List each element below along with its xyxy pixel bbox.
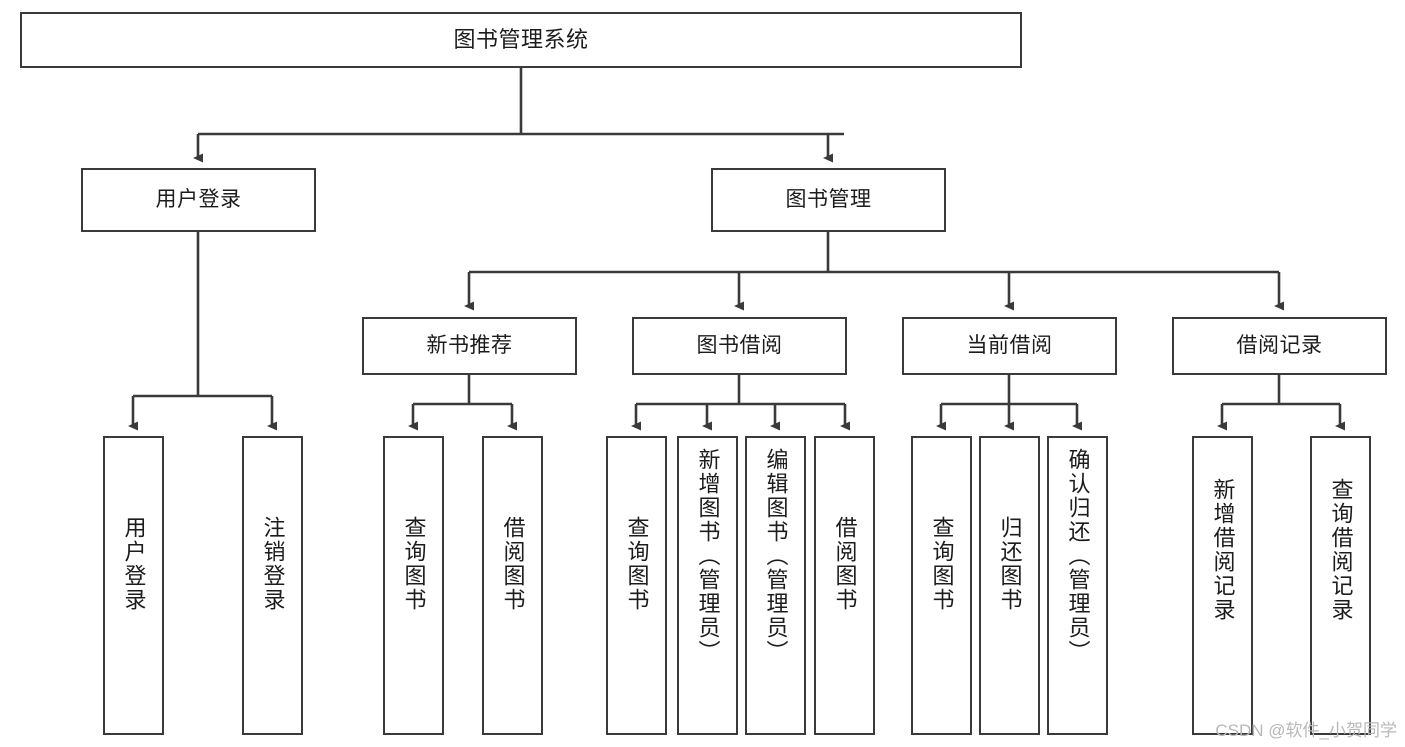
node-leaf-query-book-3[interactable]: 查询图书 bbox=[911, 436, 972, 735]
node-book-manage[interactable]: 图书管理 bbox=[711, 168, 946, 232]
node-leaf-edit-book[interactable]: 编辑图书（管理员） bbox=[745, 436, 806, 735]
node-book-borrow-label: 图书借阅 bbox=[696, 333, 783, 357]
node-leaf-borrow-book-2-label: 借阅图书 bbox=[832, 516, 858, 612]
node-leaf-query-record[interactable]: 查询借阅记录 bbox=[1310, 436, 1371, 735]
node-leaf-query-record-label: 查询借阅记录 bbox=[1328, 478, 1354, 622]
node-leaf-user-logout[interactable]: 注销登录 bbox=[242, 436, 303, 735]
node-leaf-confirm-return-label: 确认归还（管理员） bbox=[1065, 448, 1091, 664]
node-book-borrow[interactable]: 图书借阅 bbox=[632, 317, 847, 375]
node-leaf-confirm-return[interactable]: 确认归还（管理员） bbox=[1047, 436, 1108, 735]
node-borrow-record[interactable]: 借阅记录 bbox=[1172, 317, 1387, 375]
node-leaf-edit-book-label: 编辑图书（管理员） bbox=[763, 448, 789, 664]
node-leaf-user-login[interactable]: 用户登录 bbox=[103, 436, 164, 735]
node-leaf-add-record-label: 新增借阅记录 bbox=[1210, 478, 1236, 622]
node-current-borrow-label: 当前借阅 bbox=[966, 333, 1053, 357]
node-leaf-query-book-2[interactable]: 查询图书 bbox=[606, 436, 667, 735]
node-book-manage-label: 图书管理 bbox=[785, 187, 872, 211]
node-leaf-return-book-label: 归还图书 bbox=[997, 516, 1023, 612]
node-leaf-borrow-book-1[interactable]: 借阅图书 bbox=[482, 436, 543, 735]
node-leaf-user-login-label: 用户登录 bbox=[121, 516, 147, 612]
node-leaf-borrow-book-1-label: 借阅图书 bbox=[500, 516, 526, 612]
node-current-borrow[interactable]: 当前借阅 bbox=[902, 317, 1117, 375]
node-borrow-record-label: 借阅记录 bbox=[1236, 333, 1323, 357]
node-leaf-query-book-1-label: 查询图书 bbox=[401, 516, 427, 612]
node-new-book-recommend[interactable]: 新书推荐 bbox=[362, 317, 577, 375]
node-leaf-borrow-book-2[interactable]: 借阅图书 bbox=[814, 436, 875, 735]
node-leaf-query-book-1[interactable]: 查询图书 bbox=[383, 436, 444, 735]
node-new-book-recommend-label: 新书推荐 bbox=[426, 333, 513, 357]
node-leaf-return-book[interactable]: 归还图书 bbox=[979, 436, 1040, 735]
node-root[interactable]: 图书管理系统 bbox=[20, 12, 1022, 68]
node-leaf-user-logout-label: 注销登录 bbox=[260, 516, 286, 612]
node-root-label: 图书管理系统 bbox=[453, 27, 589, 53]
node-leaf-add-book[interactable]: 新增图书（管理员） bbox=[677, 436, 738, 735]
node-user-login[interactable]: 用户登录 bbox=[81, 168, 316, 232]
node-leaf-query-book-3-label: 查询图书 bbox=[929, 516, 955, 612]
node-leaf-query-book-2-label: 查询图书 bbox=[624, 516, 650, 612]
node-leaf-add-record[interactable]: 新增借阅记录 bbox=[1192, 436, 1253, 735]
node-user-login-label: 用户登录 bbox=[155, 187, 242, 211]
node-leaf-add-book-label: 新增图书（管理员） bbox=[695, 448, 721, 664]
